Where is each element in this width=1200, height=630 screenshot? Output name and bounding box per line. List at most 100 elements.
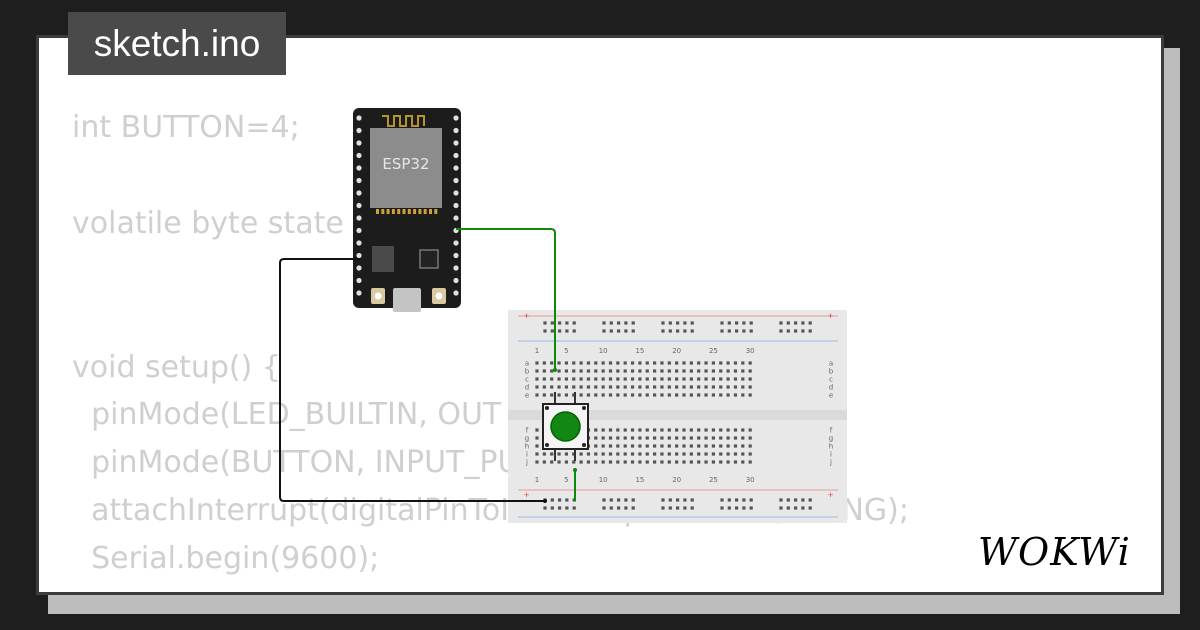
- breadboard-hole[interactable]: [608, 385, 613, 389]
- rail-hole[interactable]: [668, 321, 672, 325]
- breadboard-hole[interactable]: [550, 460, 554, 464]
- rail-hole[interactable]: [676, 321, 680, 325]
- breadboard-hole[interactable]: [697, 385, 701, 389]
- breadboard-hole[interactable]: [653, 452, 657, 456]
- breadboard-hole[interactable]: [719, 369, 723, 373]
- breadboard-hole[interactable]: [653, 436, 657, 440]
- rail-hole[interactable]: [727, 506, 731, 510]
- rail-hole[interactable]: [631, 329, 635, 333]
- breadboard-hole[interactable]: [697, 460, 701, 464]
- esp32-pin[interactable]: [356, 202, 362, 209]
- breadboard-hole[interactable]: [638, 436, 642, 440]
- breadboard-hole[interactable]: [630, 460, 635, 464]
- breadboard-hole[interactable]: [601, 377, 605, 381]
- breadboard-hole[interactable]: [535, 369, 539, 373]
- breadboard-hole[interactable]: [594, 385, 598, 389]
- rail-hole[interactable]: [801, 506, 805, 510]
- breadboard-hole[interactable]: [645, 452, 649, 456]
- breadboard-hole[interactable]: [579, 377, 583, 381]
- breadboard-hole[interactable]: [704, 460, 708, 464]
- rail-hole[interactable]: [668, 498, 672, 502]
- breadboard-hole[interactable]: [660, 452, 664, 456]
- breadboard-hole[interactable]: [623, 444, 627, 448]
- breadboard-hole[interactable]: [579, 369, 583, 373]
- rail-hole[interactable]: [661, 321, 665, 325]
- rail-hole[interactable]: [801, 329, 805, 333]
- breadboard-hole[interactable]: [601, 436, 605, 440]
- breadboard-hole[interactable]: [645, 385, 649, 389]
- breadboard-hole[interactable]: [653, 385, 657, 389]
- rail-hole[interactable]: [631, 498, 635, 502]
- breadboard-hole[interactable]: [748, 369, 752, 373]
- breadboard-hole[interactable]: [733, 460, 738, 464]
- esp32-pin[interactable]: [356, 152, 362, 159]
- breadboard-hole[interactable]: [557, 377, 561, 381]
- breadboard-hole[interactable]: [535, 428, 539, 432]
- breadboard-hole[interactable]: [719, 460, 723, 464]
- breadboard-hole[interactable]: [550, 369, 554, 373]
- breadboard-hole[interactable]: [608, 361, 613, 365]
- rail-hole[interactable]: [661, 498, 665, 502]
- rail-hole[interactable]: [602, 506, 606, 510]
- en-button[interactable]: [432, 288, 446, 304]
- rail-hole[interactable]: [749, 506, 753, 510]
- rail-hole[interactable]: [808, 329, 812, 333]
- breadboard-hole[interactable]: [660, 377, 664, 381]
- esp32-pin[interactable]: [356, 165, 362, 171]
- rail-hole[interactable]: [676, 498, 680, 502]
- rail-hole[interactable]: [801, 321, 805, 325]
- breadboard-hole[interactable]: [594, 393, 598, 397]
- rail-hole[interactable]: [742, 506, 746, 510]
- esp32-board[interactable]: ESP32: [353, 108, 461, 312]
- breadboard-hole[interactable]: [675, 444, 679, 448]
- rail-hole[interactable]: [735, 329, 739, 333]
- breadboard-hole[interactable]: [719, 393, 723, 397]
- breadboard-hole[interactable]: [726, 444, 730, 448]
- breadboard-hole[interactable]: [711, 369, 715, 373]
- breadboard-hole[interactable]: [616, 369, 620, 373]
- breadboard-hole[interactable]: [638, 369, 642, 373]
- breadboard-hole[interactable]: [697, 436, 701, 440]
- breadboard-hole[interactable]: [675, 361, 679, 365]
- breadboard-hole[interactable]: [733, 393, 738, 397]
- breadboard-hole[interactable]: [697, 452, 701, 456]
- breadboard-hole[interactable]: [616, 377, 620, 381]
- rail-hole[interactable]: [735, 321, 739, 325]
- breadboard-hole[interactable]: [704, 452, 708, 456]
- rail-hole[interactable]: [631, 506, 635, 510]
- rail-hole[interactable]: [779, 321, 783, 325]
- breadboard-hole[interactable]: [572, 377, 576, 381]
- rail-hole[interactable]: [661, 329, 665, 333]
- breadboard-hole[interactable]: [550, 377, 554, 381]
- rail-hole[interactable]: [742, 498, 746, 502]
- breadboard-hole[interactable]: [719, 377, 723, 381]
- breadboard-hole[interactable]: [733, 369, 738, 373]
- breadboard-hole[interactable]: [586, 452, 591, 456]
- esp32-pin[interactable]: [356, 140, 362, 146]
- breadboard-hole[interactable]: [667, 436, 671, 440]
- breadboard-hole[interactable]: [572, 361, 576, 365]
- breadboard-hole[interactable]: [741, 452, 745, 456]
- breadboard-hole[interactable]: [733, 452, 738, 456]
- breadboard-hole[interactable]: [653, 460, 657, 464]
- breadboard-hole[interactable]: [542, 361, 546, 365]
- breadboard-hole[interactable]: [726, 436, 730, 440]
- breadboard-hole[interactable]: [682, 369, 686, 373]
- breadboard-hole[interactable]: [594, 361, 598, 365]
- breadboard-hole[interactable]: [726, 377, 730, 381]
- boot-button[interactable]: [371, 288, 385, 304]
- rail-hole[interactable]: [786, 498, 790, 502]
- breadboard-hole[interactable]: [564, 385, 568, 389]
- rail-hole[interactable]: [690, 321, 694, 325]
- breadboard-hole[interactable]: [608, 436, 613, 440]
- rail-hole[interactable]: [624, 498, 628, 502]
- breadboard-hole[interactable]: [645, 460, 649, 464]
- rail-hole[interactable]: [609, 506, 613, 510]
- breadboard-hole[interactable]: [586, 385, 591, 389]
- breadboard-hole[interactable]: [542, 369, 546, 373]
- breadboard-hole[interactable]: [667, 369, 671, 373]
- breadboard-hole[interactable]: [667, 393, 671, 397]
- esp32-pin[interactable]: [453, 177, 459, 184]
- rail-hole[interactable]: [690, 329, 694, 333]
- breadboard-hole[interactable]: [594, 369, 598, 373]
